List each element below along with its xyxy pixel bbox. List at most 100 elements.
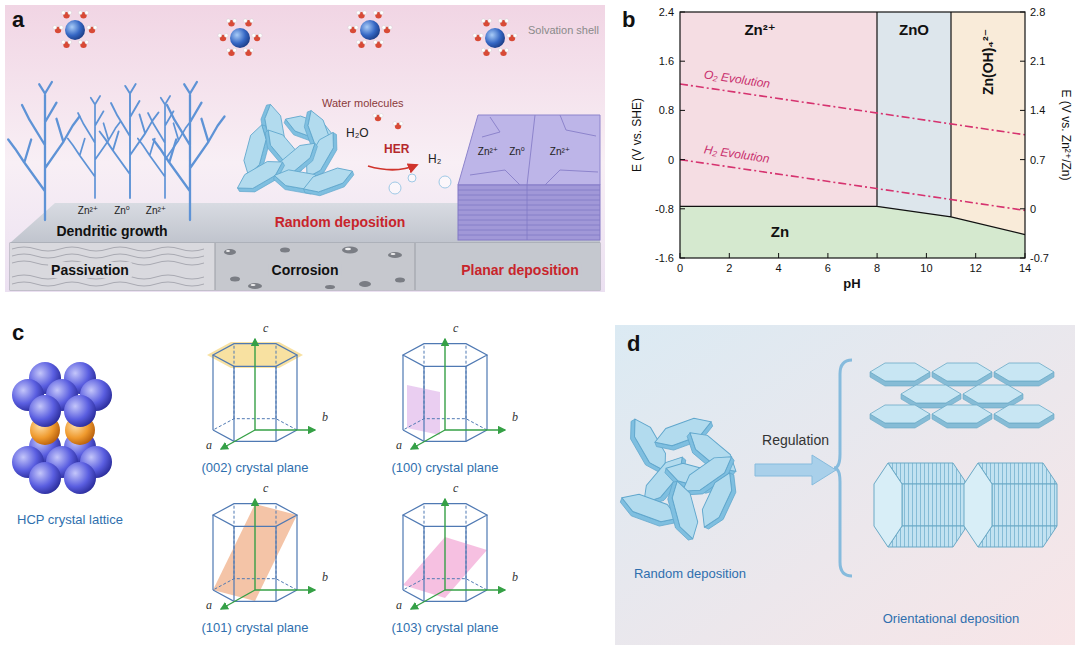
panel-box: dRandom depositionOrientational depositi… [615, 325, 1075, 645]
flat-plate [932, 363, 992, 386]
note-label: Solvation shell [528, 24, 599, 37]
reaction-label: HER [384, 143, 409, 157]
region-fill [680, 12, 1025, 258]
her-arrow [368, 165, 417, 170]
dendrite [68, 96, 121, 198]
plot-frame [680, 12, 1025, 258]
panel-letter: b [622, 7, 635, 32]
edge-label: Regulation [762, 432, 829, 448]
water-molecule [393, 122, 403, 130]
block-arrow [755, 455, 836, 485]
tick-label: 2.4 [659, 6, 674, 19]
axis-letter: c [263, 482, 268, 496]
o2-line [680, 84, 1025, 135]
dendrite [8, 82, 79, 220]
stack-layers [458, 185, 600, 240]
flat-plate [932, 405, 992, 428]
water-molecule [373, 114, 383, 122]
zinc-plate [301, 164, 357, 201]
planar-stack-top [458, 115, 600, 185]
figure-caption: Orientational deposition [883, 612, 1020, 627]
planar-stack-front [458, 185, 600, 240]
flat-plate [994, 405, 1054, 428]
tick-label: 1.4 [1030, 104, 1045, 117]
hcp-lattice [12, 362, 112, 494]
axis-letter: a [396, 439, 402, 453]
region-label: Zn²⁺ [744, 21, 775, 38]
solvation-shell [218, 19, 262, 56]
illustration-group: Random deposition [625, 400, 755, 590]
panel-d-art [615, 325, 1075, 645]
axis-letter: a [206, 439, 212, 453]
dendrite [100, 84, 159, 198]
ion-label: Zn²⁺ [78, 205, 98, 217]
zinc-plate [696, 469, 742, 533]
line-label: O₂ Evolution [703, 68, 771, 91]
solvation-shell [53, 11, 97, 48]
region-label: ZnO [899, 21, 929, 38]
crystal-plane-figure [207, 339, 315, 449]
panel-ground [615, 325, 1075, 645]
axis-letter: b [322, 411, 328, 425]
zinc-plate [664, 479, 702, 543]
figure-caption: (100) crystal plane [392, 461, 499, 476]
ion-label: Zn⁰ [114, 205, 130, 217]
figure-caption: (103) crystal plane [392, 621, 499, 636]
pourbaix-chart [680, 12, 1025, 258]
tick-label: 0.8 [659, 104, 674, 117]
passivation-face [10, 243, 215, 290]
flat-plate [870, 363, 930, 386]
ion-label: Zn⁰ [506, 146, 528, 158]
axis-title: E (V vs. SHE) [631, 98, 645, 172]
phase-boundary [680, 12, 1025, 235]
surface-label: Planar deposition [458, 262, 581, 278]
axis-letter: c [453, 482, 458, 496]
species-label: H₂ [428, 153, 441, 167]
corrosion-face [215, 243, 415, 290]
solvation-shell [473, 19, 517, 56]
tick-label: 4 [776, 262, 782, 275]
axis-letter: a [206, 599, 212, 613]
ion-label: Zn²⁺ [146, 205, 166, 217]
surface-label: Corrosion [269, 262, 342, 278]
figure-caption: (101) crystal plane [202, 621, 309, 636]
tick-label: 0 [668, 153, 674, 166]
tick-label: 14 [1019, 262, 1031, 275]
corrosion-pits [224, 247, 405, 290]
tick-label: 0.7 [1030, 153, 1045, 166]
h2-line [680, 160, 1025, 211]
crystal-plane-figure [403, 499, 505, 609]
illustration-group: Orientational deposition [836, 345, 1066, 635]
axis-letter: b [322, 571, 328, 585]
note-label: Water molecules [322, 97, 404, 110]
axis-letter: c [453, 322, 458, 336]
panel-letter: c [12, 320, 24, 345]
process-label: Dendritic growth [56, 223, 167, 239]
tick-label: 1.6 [659, 55, 674, 68]
flat-plate [963, 385, 1023, 408]
line-label: H₂ Evolution [703, 143, 770, 166]
axis-letter: b [512, 411, 518, 425]
layered-column [964, 463, 1057, 547]
panel-letter: d [627, 331, 640, 356]
layered-column [874, 463, 967, 547]
axis-letter: c [263, 322, 268, 336]
region-label: Zn(OH)₄²⁻ [980, 29, 996, 95]
species-label: H₂O [346, 127, 369, 141]
region-fill [680, 206, 1025, 258]
panel-ground [5, 5, 605, 292]
hydrogen-bubbles [389, 174, 451, 194]
dendrite [153, 82, 224, 220]
crystal-plane-figure [213, 499, 315, 609]
axis-letter: b [512, 571, 518, 585]
tick-label: 2.8 [1030, 6, 1045, 19]
flat-plate [901, 385, 961, 408]
section-divider [215, 243, 415, 290]
panel-letter: a [12, 7, 24, 32]
tick-label: 2 [726, 262, 732, 275]
tick-label: 10 [920, 262, 932, 275]
tick-label: 8 [874, 262, 880, 275]
axis-ticks [680, 12, 1025, 258]
ion-label: Zn²⁺ [475, 146, 501, 158]
region-label: Zn [771, 223, 789, 240]
